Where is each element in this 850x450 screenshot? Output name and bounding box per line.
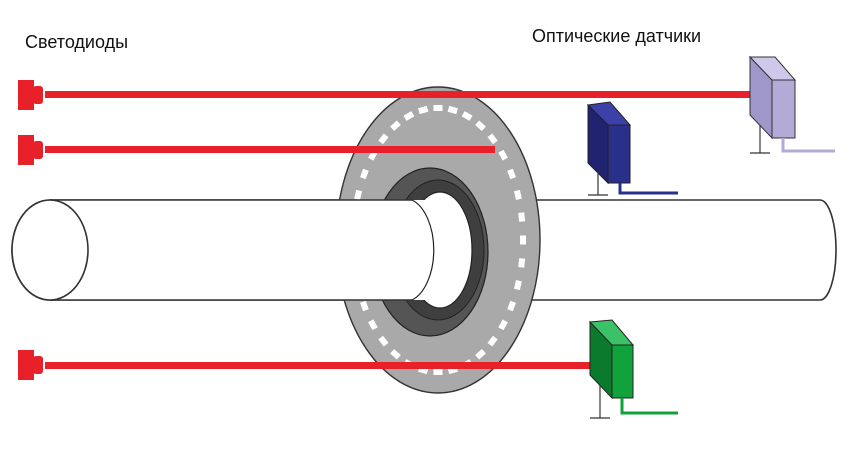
hub-front-rim: [411, 199, 435, 301]
disk-slot: [390, 349, 401, 360]
sensor-top: [748, 55, 835, 154]
disk-slot: [487, 133, 498, 145]
beam-top: [45, 91, 767, 98]
beam-bottom: [45, 362, 605, 369]
disk-slot: [360, 168, 369, 180]
led-bottom: [18, 350, 43, 380]
disk-slot: [418, 105, 429, 115]
disk-slot: [487, 335, 498, 347]
disk-slot: [498, 319, 508, 331]
disk-slot: [518, 258, 526, 268]
disk-slot: [461, 111, 473, 121]
disk-slot: [360, 300, 369, 312]
disk-slot: [513, 280, 522, 291]
beam-middle: [45, 146, 495, 153]
disk-slot: [433, 369, 443, 375]
disk-slot: [403, 111, 415, 121]
disk-slot: [507, 168, 516, 180]
disk-slot: [513, 189, 522, 200]
disk-slot: [378, 133, 389, 145]
disk-slot: [475, 349, 486, 360]
disk-slot: [520, 235, 526, 245]
shaft-front: [50, 200, 468, 300]
disk-slot: [507, 300, 516, 312]
disk-slot: [378, 335, 389, 347]
shaft-end-left-face: [11, 199, 89, 301]
disk-slot: [498, 149, 508, 161]
sensor-middle: [586, 101, 678, 196]
disk-slot: [354, 189, 363, 200]
disk-slot: [475, 120, 486, 131]
disk-slot: [447, 105, 458, 115]
leds-label: Светодиоды: [25, 32, 129, 52]
sensor-bottom: [588, 319, 678, 419]
disk-slot: [518, 212, 526, 222]
light-beams: [45, 91, 767, 369]
sensors-label: Оптические датчики: [532, 26, 702, 46]
led-top: [18, 80, 43, 110]
disk-slot: [433, 105, 443, 111]
disk-slot: [390, 120, 401, 131]
led-middle: [18, 135, 43, 165]
disk-slot: [368, 319, 378, 331]
